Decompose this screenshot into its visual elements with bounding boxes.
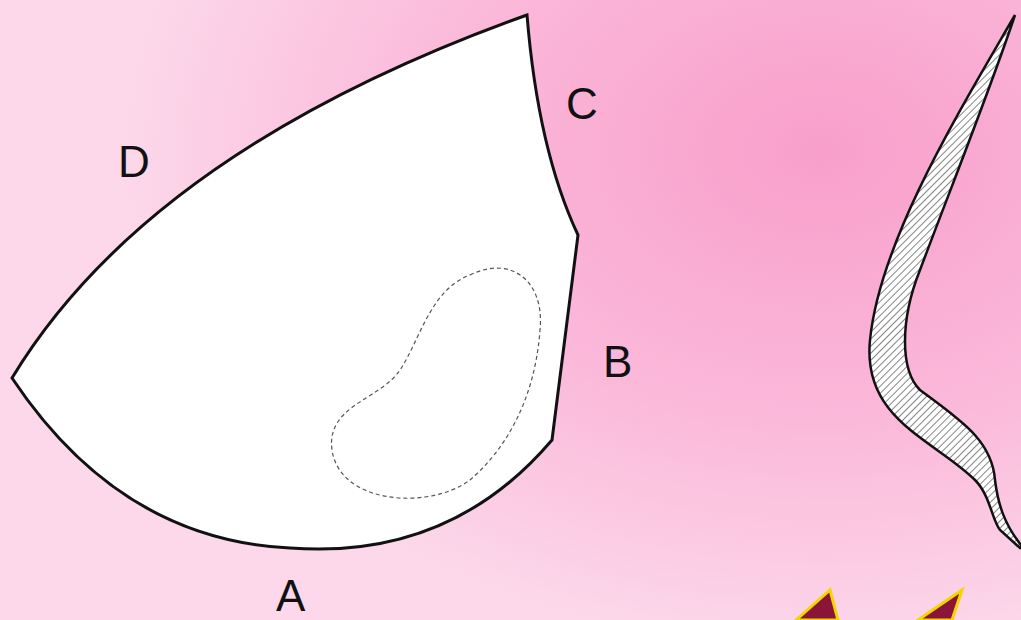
part-letter: C xyxy=(566,82,598,126)
part-letter: B xyxy=(603,340,632,384)
dashed-pad xyxy=(332,268,541,498)
part-letter: A xyxy=(276,574,305,618)
part-letter: D xyxy=(118,140,150,184)
star-tip xyxy=(796,590,838,620)
star-tip xyxy=(918,590,962,620)
cross-section xyxy=(869,15,1021,548)
cup-outline xyxy=(12,15,578,549)
